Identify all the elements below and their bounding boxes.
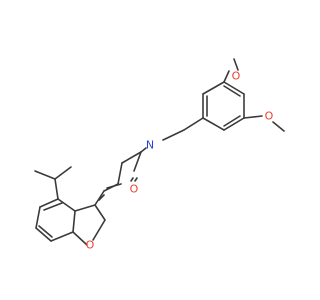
- molecule-structure: O O N O O: [34, 58, 285, 252]
- bond-34: [38, 225, 53, 238]
- bond-15: [140, 147, 147, 153]
- molecule-canvas: O O N O O: [34, 58, 285, 252]
- atom-label-o-carbonyl: O: [130, 183, 139, 196]
- bond-36: [98, 194, 105, 201]
- bond-25: [72, 231, 88, 246]
- bond-37: [54, 178, 59, 200]
- bond-layer: [34, 58, 285, 246]
- atom-label-o-furan: O: [86, 239, 95, 252]
- bond-32: [50, 231, 74, 242]
- atom-label-o-methoxy-2: O: [265, 110, 274, 123]
- bond-7: [223, 85, 241, 97]
- bond-18: [134, 177, 138, 182]
- bond-39: [54, 166, 72, 180]
- bond-13: [183, 117, 204, 131]
- bond-12: [272, 121, 285, 132]
- bond-8: [223, 115, 241, 127]
- bond-17: [130, 177, 134, 182]
- bond-26: [72, 210, 76, 233]
- bond-29: [39, 198, 59, 208]
- bond-24: [92, 219, 106, 241]
- atom-label-o-methoxy-1: O: [232, 70, 241, 83]
- bond-16: [133, 151, 142, 172]
- bond-20: [117, 162, 123, 185]
- bond-31: [35, 227, 52, 242]
- bond-4: [223, 117, 245, 131]
- bond-5: [202, 117, 225, 131]
- bond-14: [162, 129, 185, 141]
- bond-28: [57, 198, 76, 212]
- bond-2: [223, 81, 245, 95]
- bond-22: [94, 190, 105, 206]
- bond-35: [106, 183, 122, 189]
- bond-11: [243, 115, 263, 119]
- bond-23: [94, 204, 106, 221]
- bond-33: [43, 202, 63, 211]
- bond-1: [202, 81, 225, 95]
- atom-label-layer: O O N O O: [86, 70, 274, 252]
- bond-10: [233, 58, 239, 71]
- bond-19: [121, 151, 142, 164]
- atom-label-n-amide: N: [146, 139, 154, 152]
- bond-27: [74, 204, 96, 212]
- bond-38: [34, 170, 56, 180]
- bond-30: [35, 206, 41, 229]
- bond-9: [223, 70, 230, 83]
